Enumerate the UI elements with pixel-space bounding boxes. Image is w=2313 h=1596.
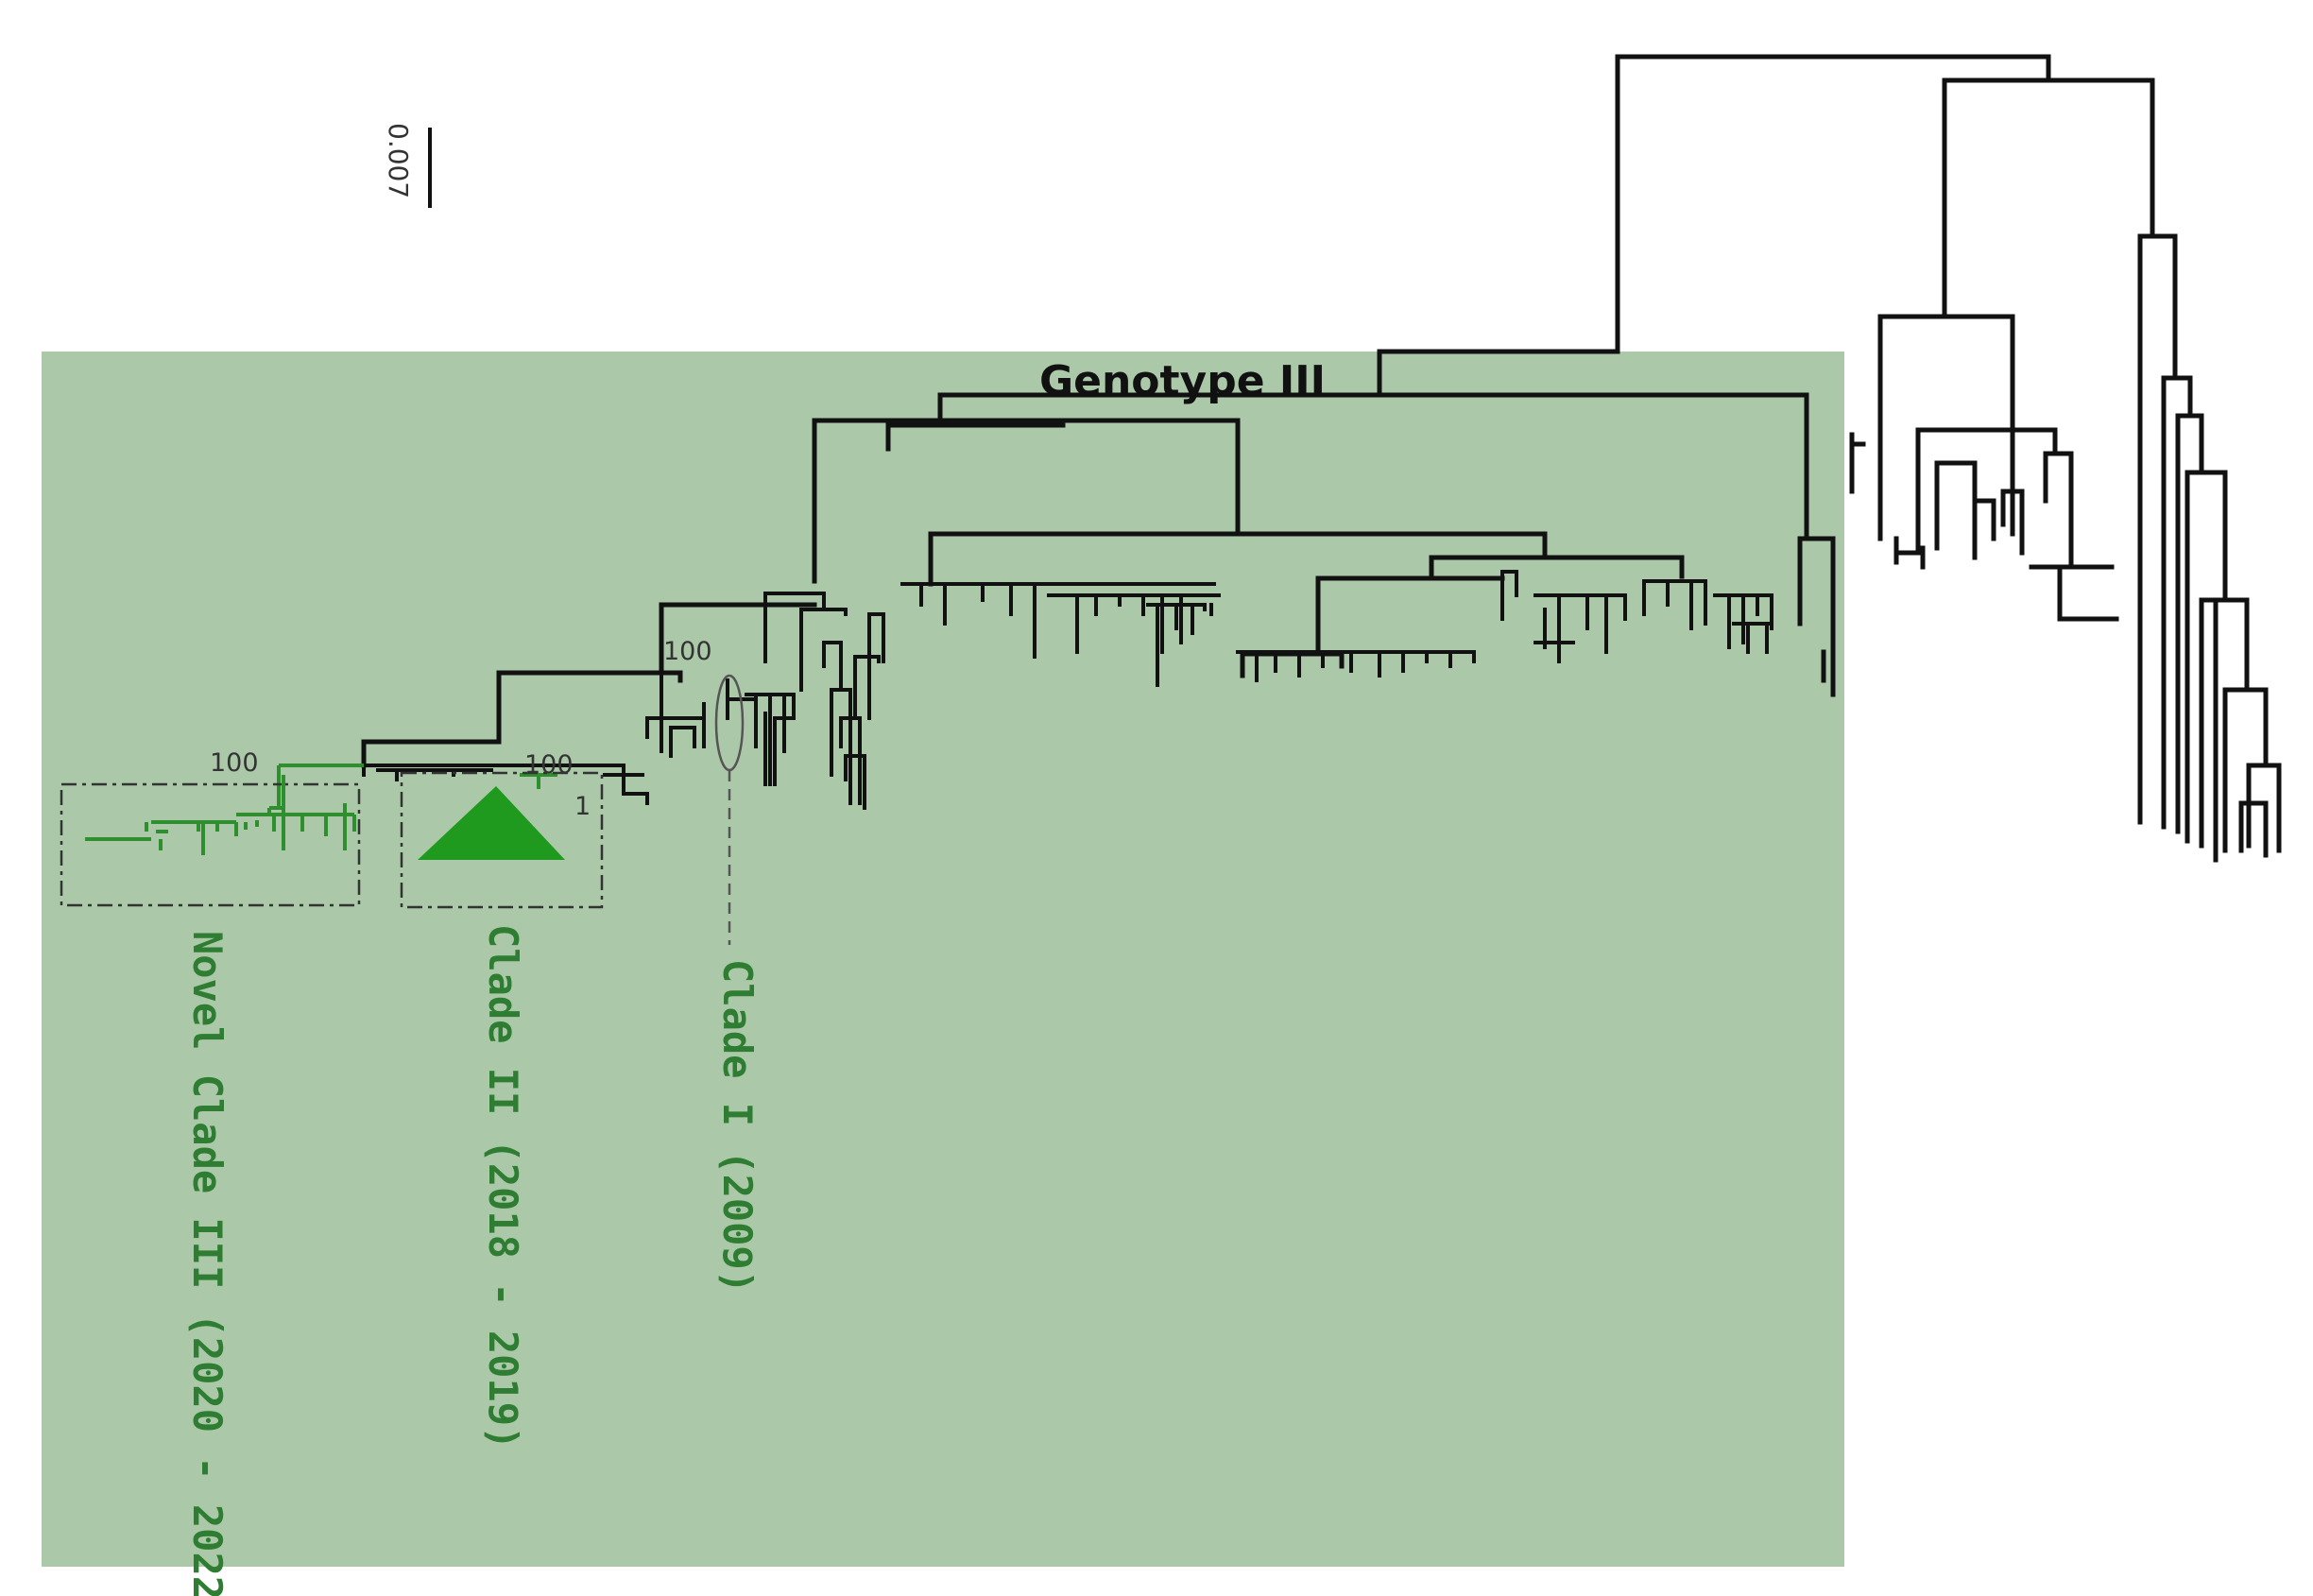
bootstrap-clade-ii-inner: 1: [574, 792, 591, 821]
clade-i-marker: [714, 674, 745, 945]
novel-clade-green-branches: [277, 764, 557, 808]
novel-clade-iii-label: Novel Clade III (2020 - 2022): [184, 931, 231, 1596]
bootstrap-clade-i: 100: [663, 637, 712, 666]
clade-ii-label: Clade II (2018 - 2019): [480, 924, 526, 1450]
novel-clade-iii-box: [60, 775, 361, 907]
scale-bar-label: 0.007: [383, 123, 414, 198]
clade-ii-box: [400, 771, 604, 909]
bootstrap-clade-ii: 100: [524, 750, 574, 780]
bootstrap-novel-clade-iii: 100: [210, 748, 259, 778]
clade-region-branches: [362, 592, 885, 810]
clade-i-label: Clade I (2009): [714, 959, 761, 1294]
genotype-iii-subclusters: [900, 570, 1773, 687]
outgroup-branches: [1615, 54, 2282, 863]
genotype-iii-label: Genotype III: [1039, 357, 1326, 405]
clade-ii-triangle: [418, 786, 565, 860]
genotype-iii-branches: [361, 349, 1836, 768]
scale-bar: 0.007: [383, 123, 432, 208]
